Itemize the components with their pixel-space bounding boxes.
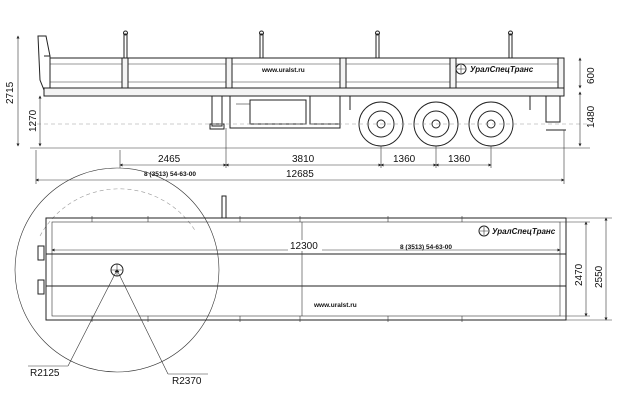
dim-platform-height: 1480 — [586, 105, 597, 128]
deck-beam — [43, 87, 565, 97]
rear-bumper — [545, 95, 561, 123]
headboard — [37, 35, 51, 91]
top-brand-logo — [478, 225, 490, 237]
dim-side-height: 600 — [586, 67, 597, 84]
dim-axle-spacing-2: 1360 — [448, 154, 471, 165]
side-website: www.uralst.ru — [261, 67, 305, 74]
dim-deck-length: 12300 — [290, 241, 318, 252]
landing-gear-top — [221, 195, 227, 219]
toolbox — [249, 99, 307, 125]
dim-overall-height: 2715 — [5, 81, 16, 104]
landing-gear — [211, 95, 223, 127]
dim-axle-spacing-1: 1360 — [393, 154, 416, 165]
side-brand-logo — [455, 63, 467, 75]
side-phone: 8 (3513) 54-63-00 — [144, 171, 196, 178]
dim-inner-width: 2470 — [574, 263, 585, 286]
top-brand-text: УралСпецТранс — [492, 227, 556, 236]
top-phone: 8 (3513) 54-63-00 — [400, 244, 452, 251]
dim-kingpin: 2465 — [158, 154, 181, 165]
turn-circle-outer — [14, 167, 220, 373]
dim-turn-radius-outer: R2370 — [172, 376, 202, 387]
horizontal-dimensions: 2465 3810 1360 1360 12685 8 (3513) 54-63… — [35, 128, 565, 184]
top-posts — [91, 216, 463, 322]
spare-wheel-holder — [309, 95, 341, 125]
top-view: УралСпецТранс 8 (3513) 54-63-00 www.ural… — [14, 167, 612, 387]
dim-deck-height: 1270 — [28, 109, 39, 132]
deck-outline — [45, 217, 567, 321]
dim-overall-length: 12685 — [286, 169, 314, 180]
dim-axles: 3810 — [292, 154, 315, 165]
side-brand-text: УралСпецТранс — [470, 65, 534, 74]
stanchions — [123, 30, 513, 59]
top-website: www.uralst.ru — [313, 302, 357, 309]
side-view: УралСпецТранс www.uralst.ru 2715 1270 60… — [5, 30, 597, 184]
dim-outer-width: 2550 — [594, 265, 605, 288]
dim-turn-radius-inner: R2125 — [30, 368, 60, 379]
